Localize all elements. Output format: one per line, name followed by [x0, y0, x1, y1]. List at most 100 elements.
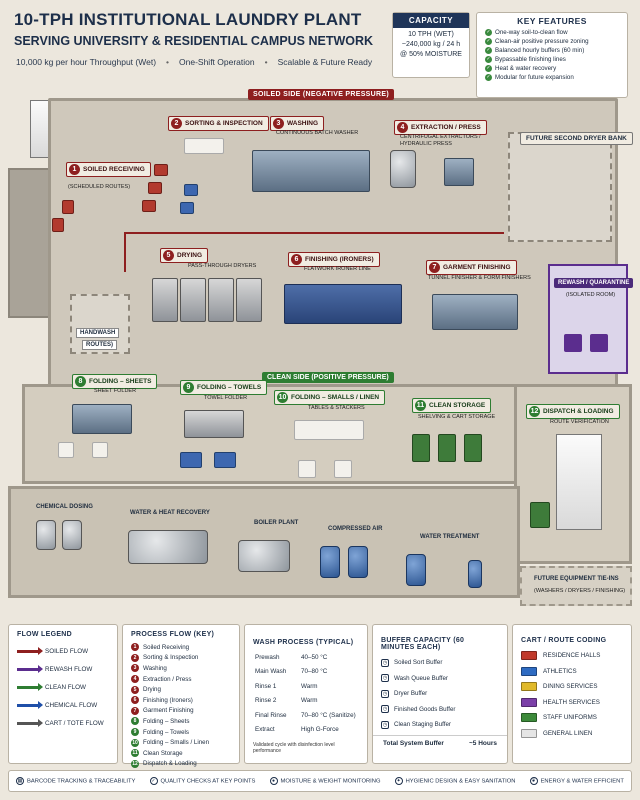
sheet-folder [72, 404, 132, 434]
water-tank [406, 554, 426, 586]
footer-label: BARCODE TRACKING & TRACEABILITY [27, 778, 136, 785]
footer-item: ●MOISTURE & WEIGHT MONITORING [269, 777, 381, 785]
header-meta: 10,000 kg per hour Throughput (Wet) • On… [16, 57, 372, 67]
step-number: 8 [131, 717, 139, 726]
coding-label: RESIDENCE HALLS [543, 652, 601, 660]
meta-shift: One-Shift Operation [179, 57, 255, 67]
cart-color-swatch [521, 651, 537, 661]
chemical-tank [62, 520, 82, 550]
wash-step: Rinse 1 [255, 682, 277, 690]
coding-label: GENERAL LINEN [543, 729, 593, 737]
buffer-label: Finished Goods Buffer [394, 705, 456, 713]
centrifugal-extractor [390, 150, 416, 188]
coding-label: DINING SERVICES [543, 683, 598, 691]
step-label: Finishing (Ironers) [143, 696, 193, 704]
soiled-flow-line [124, 232, 504, 234]
sorted-cart [184, 184, 198, 196]
timer-icon: ◷ [381, 674, 389, 683]
wash-temp: 40–50 °C [301, 653, 328, 661]
coding-row: ATHLETICS [513, 664, 631, 680]
zone-number: 6 [291, 254, 302, 265]
feature-text: Clean-air positive pressure zoning [495, 38, 589, 45]
step-number: 3 [131, 664, 139, 673]
sparkle-icon: ✦ [394, 777, 403, 785]
leaf-icon: ❦ [529, 777, 538, 785]
footer-label: ENERGY & WATER EFFICIENT [540, 778, 624, 785]
wash-temp: High G-Force [301, 726, 339, 734]
folded-stack [334, 460, 352, 478]
step-number: 12 [131, 759, 139, 768]
soiled-cart [154, 164, 168, 176]
step-number: 6 [131, 696, 139, 705]
zone-sub: (SCHEDULED ROUTES) [68, 184, 131, 190]
feature-item: ✓Modular for future expansion [485, 73, 627, 82]
folded-stack [92, 442, 108, 458]
soiled-cart [62, 200, 74, 214]
zone-sub: PASS-THROUGH DRYERS [188, 263, 257, 269]
capacity-line: 10 TPH (WET) [408, 31, 454, 38]
wash-process-heading: WASH PROCESS (TYPICAL) [253, 639, 354, 646]
zone-name: GARMENT FINISHING [443, 264, 511, 271]
zone-name: DRYING [177, 252, 203, 259]
process-step: 2 Sorting & Inspection [123, 653, 239, 664]
footer-item: ✦HYGIENIC DESIGN & EASY SANITATION [394, 777, 516, 785]
chemical-tank [36, 520, 56, 550]
barcode-icon: ▦ [16, 777, 25, 785]
dryer [180, 278, 206, 322]
droplet-icon: ● [269, 777, 278, 785]
buffer-label: Clean Staging Buffer [394, 721, 451, 729]
zone-name: DISPATCH & LOADING [543, 408, 614, 415]
footer-label: HYGIENIC DESIGN & EASY SANITATION [405, 778, 516, 785]
quarantine-cart [590, 334, 608, 352]
rewash-flow-arrow-icon [17, 664, 43, 673]
legend-label: SOILED FLOW [45, 647, 89, 655]
coding-row: DINING SERVICES [513, 679, 631, 695]
buffer-label: Dryer Buffer [394, 690, 428, 698]
future-tie-ins-sub: (WASHERS / DRYERS / FINISHING) [534, 588, 626, 594]
step-label: Sorting & Inspection [143, 654, 199, 662]
flow-legend-panel: FLOW LEGEND SOILED FLOW REWASH FLOW CLEA… [8, 624, 118, 764]
zone-number: 8 [75, 376, 86, 387]
heat-recovery-unit [128, 530, 208, 564]
tunnel-finisher [432, 294, 518, 330]
buffer-row: ◷Clean Staging Buffer [373, 717, 507, 733]
coding-label: ATHLETICS [543, 667, 577, 675]
continuous-batch-washer [252, 150, 370, 192]
meta-throughput: 10,000 kg per hour Throughput (Wet) [16, 57, 157, 67]
hydraulic-press [444, 158, 474, 186]
step-label: Extraction / Press [143, 675, 192, 683]
step-label: Clean Storage [143, 749, 183, 757]
footer-bar: ▦BARCODE TRACKING & TRACEABILITY ✓QUALIT… [8, 770, 632, 792]
soiled-cart [142, 200, 156, 212]
dispatch-cart [530, 502, 550, 528]
coding-row: HEALTH SERVICES [513, 695, 631, 711]
zone-sub: SHEET FOLDER [94, 388, 137, 394]
zone-sub: TOWEL FOLDER [204, 395, 248, 401]
utility-water-treatment: WATER TREATMENT [420, 534, 480, 540]
cart-coding-panel: CART / ROUTE CODING RESIDENCE HALLS ATHL… [512, 624, 632, 764]
zone-number: 1 [69, 164, 80, 175]
wash-step: Main Wash [255, 668, 287, 676]
buffer-row: ◷Wash Queue Buffer [373, 671, 507, 687]
buffer-row: ◷ Finished Goods Buffer [373, 702, 507, 718]
step-number: 2 [131, 653, 139, 662]
zone-number: 12 [529, 406, 540, 417]
timer-icon: ◷ [381, 705, 389, 714]
coding-row: GENERAL LINEN [513, 726, 631, 742]
step-label: Folding – Smalls / Linen [143, 739, 210, 747]
page-title: 10-TPH INSTITUTIONAL LAUNDRY PLANT [14, 10, 362, 29]
sorted-cart [180, 202, 194, 214]
feature-text: One-way soil-to-clean flow [495, 29, 568, 36]
step-number: 5 [131, 685, 139, 694]
footer-label: MOISTURE & WEIGHT MONITORING [280, 778, 381, 785]
check-icon: ✓ [485, 29, 492, 36]
soiled-cart [148, 182, 162, 194]
quarantine-cart [564, 334, 582, 352]
cart-flow-arrow-icon [17, 718, 43, 727]
